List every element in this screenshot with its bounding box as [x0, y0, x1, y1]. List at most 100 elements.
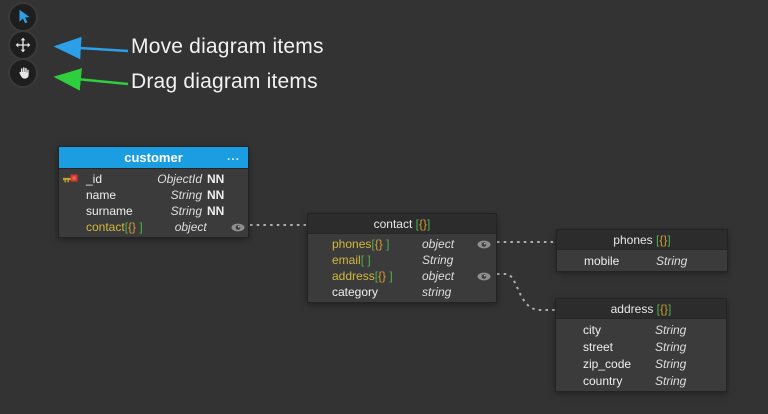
type-bracket: ]: [667, 232, 671, 247]
type-bracket: [: [124, 220, 129, 234]
table-title: customer: [124, 150, 183, 165]
type-bracket: [ ]: [360, 253, 371, 267]
type-bracket: {}: [374, 237, 383, 251]
field-row-country[interactable]: country String: [556, 372, 726, 389]
field-row-category[interactable]: category string: [308, 284, 496, 300]
primary-key-icon: [59, 174, 86, 184]
field-name: address[{} ]: [332, 269, 422, 283]
field-type: object: [174, 220, 207, 234]
type-bracket: {}: [419, 216, 428, 231]
type-bracket: [: [656, 232, 660, 247]
field-flags: NN: [202, 188, 248, 202]
select-tool-button[interactable]: [8, 2, 38, 32]
not-null-badge: NN: [207, 204, 225, 218]
move-tool-button[interactable]: [8, 30, 38, 60]
field-type: String: [655, 373, 687, 388]
type-bracket: ]: [386, 269, 393, 283]
not-null-badge: NN: [207, 172, 225, 186]
table-header[interactable]: customer...: [59, 147, 248, 169]
field-type: String: [655, 339, 687, 354]
type-bracket: [: [374, 269, 379, 283]
field-type: object: [422, 269, 455, 283]
field-name: zip_code: [583, 357, 655, 371]
type-bracket: [: [371, 237, 375, 251]
eye-icon[interactable]: [477, 240, 491, 249]
table-title: phones: [613, 232, 656, 247]
table-header[interactable]: phones [{}]: [557, 230, 727, 250]
field-name: street: [583, 340, 655, 354]
field-type: object: [422, 237, 455, 251]
field-name: mobile: [584, 254, 656, 268]
field-name-text: email: [332, 253, 361, 267]
field-type: String: [422, 253, 454, 267]
field-name: category: [332, 285, 422, 299]
type-bracket: {}: [659, 232, 668, 247]
field-row-city[interactable]: city String: [556, 321, 726, 338]
field-name: name: [86, 188, 138, 202]
field-name-text: address: [332, 269, 375, 283]
table-menu-button[interactable]: ...: [226, 148, 240, 163]
field-flags: [474, 240, 496, 249]
type-bracket: ]: [427, 216, 431, 231]
field-row-contact[interactable]: contact[{} ] object: [59, 219, 248, 235]
field-name-text: zip_code: [583, 356, 632, 371]
field-flags: NN: [202, 172, 248, 186]
type-bracket: [: [656, 301, 660, 316]
field-type: String: [656, 253, 688, 268]
field-type: String: [655, 322, 687, 337]
field-name-text: name: [86, 188, 117, 202]
field-name-text: phones: [332, 237, 372, 251]
type-bracket: {}: [378, 269, 387, 283]
type-bracket: ]: [382, 237, 390, 251]
field-type: string: [422, 285, 452, 299]
eye-icon[interactable]: [477, 272, 491, 281]
drag-annotation-arrow: [53, 68, 129, 91]
field-name: surname: [86, 204, 138, 218]
table-title: address: [610, 301, 657, 316]
field-name: country: [583, 374, 655, 388]
field-name-text: country: [583, 373, 623, 388]
type-bracket: {}: [660, 301, 669, 316]
pan-tool-button[interactable]: [8, 58, 38, 88]
table-header[interactable]: contact [{}]: [308, 214, 496, 234]
field-row-phones[interactable]: phones[{} ]object: [308, 236, 496, 252]
type-bracket: ]: [668, 301, 672, 316]
field-flags: NN: [202, 204, 248, 218]
field-row-street[interactable]: street String: [556, 338, 726, 355]
field-name-text: city: [583, 322, 601, 337]
table-title: contact: [373, 216, 416, 231]
table-header[interactable]: address [{}]: [556, 299, 726, 319]
field-type: String: [170, 188, 202, 202]
hand-icon: [16, 66, 30, 80]
tool-palette: [8, 2, 38, 88]
field-name: phones[{} ]: [332, 237, 422, 251]
field-name-text: category: [332, 285, 379, 299]
field-name: city: [583, 323, 655, 337]
field-row-address[interactable]: address[{} ]object: [308, 268, 496, 284]
relation-contact-address[interactable]: [497, 273, 555, 311]
field-name-text: surname: [86, 204, 133, 218]
field-type: String: [170, 204, 202, 218]
field-row-email[interactable]: email[ ] String: [308, 252, 496, 268]
not-null-badge: NN: [207, 188, 225, 202]
move-annotation-arrow: [53, 36, 129, 60]
eye-icon[interactable]: [231, 223, 245, 232]
field-name: contact[{} ]: [86, 220, 143, 234]
field-name: _id: [86, 172, 138, 186]
field-row-surname[interactable]: surname String NN: [59, 203, 248, 219]
field-name-text: street: [583, 339, 614, 354]
field-row-name[interactable]: name String NN: [59, 187, 248, 203]
type-bracket: ]: [136, 220, 143, 234]
type-bracket: {}: [128, 220, 137, 234]
